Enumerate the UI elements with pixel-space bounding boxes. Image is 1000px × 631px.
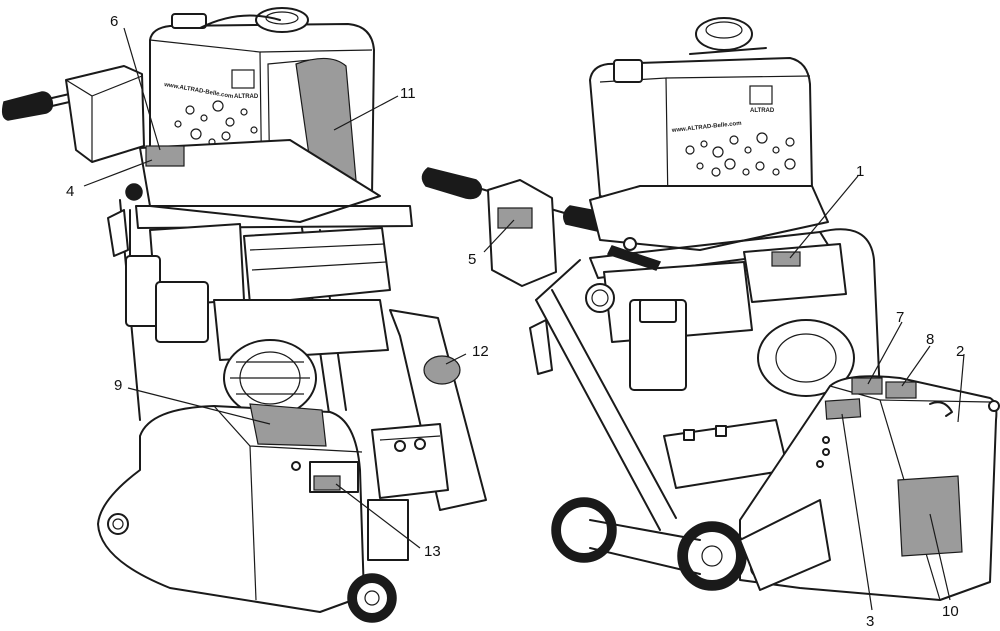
left-wheel <box>347 573 397 623</box>
callout-3: 3 <box>866 613 874 630</box>
right-label-5 <box>497 207 533 229</box>
left-handle <box>1 65 145 163</box>
left-linkage <box>367 423 449 561</box>
right-engine <box>585 243 855 489</box>
right-label-8 <box>885 381 917 399</box>
callout-10: 10 <box>942 603 959 620</box>
callout-1: 1 <box>856 163 864 180</box>
callout-4: 4 <box>66 183 74 200</box>
left-label-12 <box>423 355 461 385</box>
callout-12: 12 <box>472 343 489 360</box>
callout-6: 6 <box>110 13 118 30</box>
right-label-3 <box>824 398 862 420</box>
right-handle <box>421 167 620 287</box>
left-label-4 <box>145 145 185 167</box>
left-drum-cover <box>97 403 365 613</box>
right-wheels <box>551 497 831 591</box>
right-fuel-tank: www.ALTRAD-Belle.com ALTRAD <box>589 17 813 211</box>
right-tank-shroud <box>589 185 829 251</box>
callout-8: 8 <box>926 331 934 348</box>
right-logo-text: ALTRAD <box>750 108 775 114</box>
callout-numbers: 6 11 4 12 9 13 1 5 7 8 2 3 10 <box>66 13 964 630</box>
rotation-arrow <box>929 401 953 417</box>
leader-lines <box>83 27 965 611</box>
callout-2: 2 <box>956 343 964 360</box>
callout-13: 13 <box>424 543 441 560</box>
callout-11: 11 <box>400 85 416 102</box>
right-label-1 <box>771 251 801 267</box>
left-side-panel <box>389 309 487 511</box>
left-tank-shroud <box>139 139 381 223</box>
right-clamp <box>529 237 662 375</box>
callout-5: 5 <box>468 251 476 268</box>
callout-9: 9 <box>114 377 122 394</box>
left-machine: www.ALTRAD-Belle.com ALTRAD <box>1 7 487 623</box>
right-label-7 <box>851 377 883 395</box>
left-clamp <box>107 183 143 257</box>
left-logo-text: ALTRAD <box>234 94 259 100</box>
left-label-9 <box>249 403 327 447</box>
callout-7: 7 <box>896 309 904 326</box>
left-label-13 <box>313 475 341 491</box>
right-machine: www.ALTRAD-Belle.com ALTRAD <box>421 17 1000 601</box>
left-engine <box>125 223 391 417</box>
